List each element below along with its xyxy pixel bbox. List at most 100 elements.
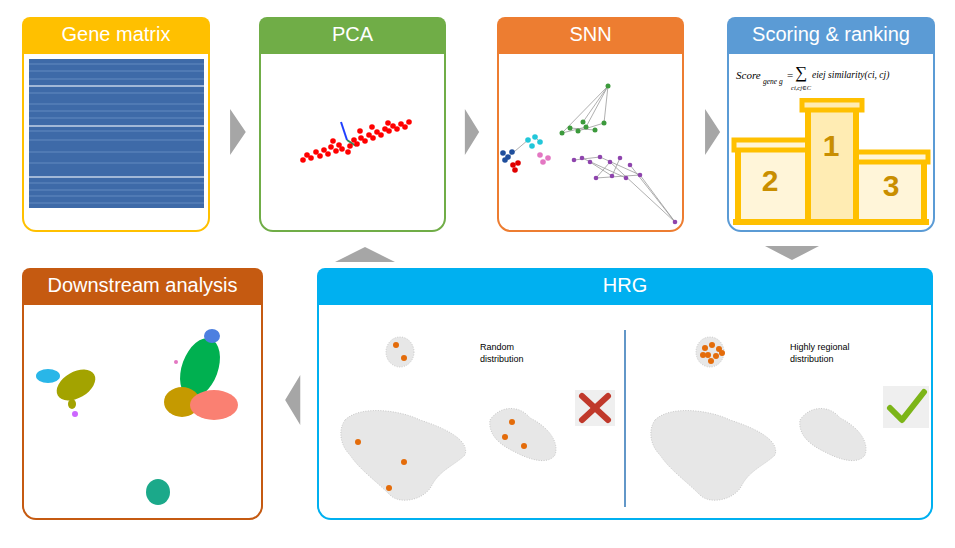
accept-icon (890, 392, 924, 420)
snn-graph (638, 173, 643, 178)
flow-arrow (335, 232, 395, 268)
snn-graph (610, 162, 675, 222)
pca-scatter (300, 119, 412, 163)
snn-graph (582, 158, 626, 178)
step-panel: PCA (259, 17, 446, 232)
snn-graph (537, 139, 543, 145)
formula-backdrop (733, 62, 929, 98)
flow-arrow (765, 232, 819, 268)
cluster-umap (36, 329, 238, 505)
snn-graph (515, 160, 521, 166)
pca-scatter (406, 119, 412, 125)
umap-regions (341, 330, 866, 507)
gene-heatmap (29, 118, 204, 119)
podium (802, 100, 862, 110)
flow-arrow (210, 109, 259, 155)
step-panel: HRG Random distribution Highly regional di… (317, 268, 933, 520)
snn-graph (545, 155, 551, 161)
gene-heatmap (29, 196, 204, 197)
panel-frame (497, 52, 684, 232)
snn-graph (583, 86, 608, 122)
snn-graph (602, 121, 607, 126)
snn-graph (562, 86, 608, 133)
panel-frame (22, 303, 263, 520)
pca-scatter (330, 138, 336, 144)
snn-graph (510, 160, 521, 173)
region-caption: Random distribution (480, 342, 538, 365)
pca-scatter (341, 122, 347, 140)
snn-graph (673, 220, 678, 225)
snn-graph (584, 125, 589, 130)
pca-scatter (378, 132, 384, 138)
gene-heatmap (29, 176, 204, 178)
umap-regions (521, 443, 527, 449)
pca-scatter (300, 157, 306, 163)
reject-icon (582, 396, 608, 420)
gene-heatmap (29, 59, 204, 208)
gene-heatmap (29, 104, 204, 105)
step-panel: SNN (497, 17, 684, 232)
podium (733, 100, 929, 222)
panel-heading: Downstream analysis (47, 268, 237, 303)
panel-frame (259, 52, 446, 232)
umap-regions (386, 337, 414, 367)
region-caption: Highly regional distribution (790, 342, 872, 365)
cluster-umap (36, 369, 60, 383)
snn-graph (510, 162, 516, 168)
snn-graph (572, 158, 577, 163)
gene-heatmap (29, 125, 204, 127)
gene-heatmap (29, 163, 204, 164)
podium (856, 158, 924, 222)
reject-icon (575, 390, 615, 426)
snn-graph (537, 152, 543, 158)
step-panel: Downstream analysis (22, 268, 263, 520)
umap-regions (341, 411, 466, 501)
gene-heatmap (29, 59, 204, 208)
formula-sum: ∑ (795, 64, 807, 81)
cluster-umap (51, 363, 100, 407)
gene-heatmap (29, 79, 204, 80)
snn-graph (529, 143, 535, 149)
pca-scatter (333, 148, 339, 154)
cluster-umap (204, 329, 220, 343)
snn-graph (532, 134, 538, 140)
snn-graph (509, 149, 515, 155)
umap-regions (393, 342, 399, 348)
snn-graph (610, 174, 615, 179)
formula-part: eiej similarity(ci, cj) (812, 71, 889, 81)
pca-scatter (394, 126, 400, 132)
podium-rank: 1 (811, 131, 851, 161)
snn-graph (618, 156, 623, 161)
snn-graph (581, 120, 586, 125)
umap-regions (719, 350, 725, 356)
gene-heatmap (29, 190, 204, 191)
umap-regions (709, 342, 715, 348)
snn-graph (624, 176, 629, 181)
snn-graph (560, 131, 565, 136)
snn-graph (598, 155, 603, 160)
step-panel: Gene matrix (22, 17, 210, 232)
podium-rank: 3 (871, 171, 911, 201)
pca-scatter (362, 138, 368, 144)
formula-part: Score (736, 70, 761, 81)
snn-graph (500, 84, 677, 225)
cluster-umap (72, 411, 78, 417)
snn-graph (640, 175, 675, 222)
snn-graph (596, 175, 640, 178)
pca-scatter (386, 128, 392, 134)
pca-scatter (325, 151, 331, 157)
umap-regions (401, 459, 407, 465)
snn-graph (588, 160, 593, 165)
snn-graph (572, 155, 678, 225)
snn-graph (502, 157, 508, 163)
panel-heading: HRG (603, 268, 647, 303)
umap-regions (708, 358, 714, 364)
umap-regions (624, 330, 626, 507)
umap-regions (355, 439, 361, 445)
cluster-umap (68, 399, 76, 409)
pca-scatter (321, 147, 327, 153)
cluster-umap (174, 360, 178, 364)
umap-regions (651, 411, 776, 501)
snn-graph (590, 162, 612, 176)
umap-regions (800, 408, 866, 460)
